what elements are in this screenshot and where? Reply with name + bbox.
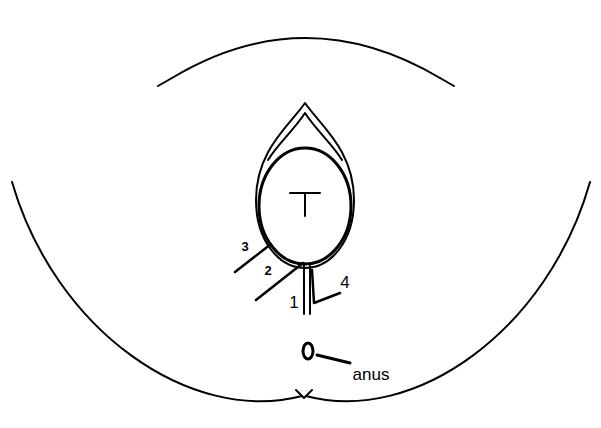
callout-number: 3 bbox=[241, 240, 248, 253]
labia-inner-line bbox=[268, 113, 342, 160]
outline-tick bbox=[158, 78, 172, 86]
part-label: anus bbox=[353, 366, 390, 383]
incision-line-4 bbox=[312, 270, 340, 303]
callout-number: 4 bbox=[340, 274, 349, 291]
buttock-top-outline bbox=[172, 38, 440, 78]
gluteal-cleft bbox=[296, 390, 312, 398]
vaginal-opening bbox=[259, 148, 351, 264]
incision-line-1 bbox=[304, 263, 310, 314]
anus-shape bbox=[303, 343, 313, 359]
callout-number: 1 bbox=[289, 294, 298, 311]
urethra-mark bbox=[290, 193, 320, 216]
leader-line bbox=[317, 355, 350, 363]
right-buttock-outline bbox=[306, 182, 590, 401]
callout-number: 2 bbox=[264, 264, 271, 277]
outline-tick bbox=[440, 78, 454, 86]
